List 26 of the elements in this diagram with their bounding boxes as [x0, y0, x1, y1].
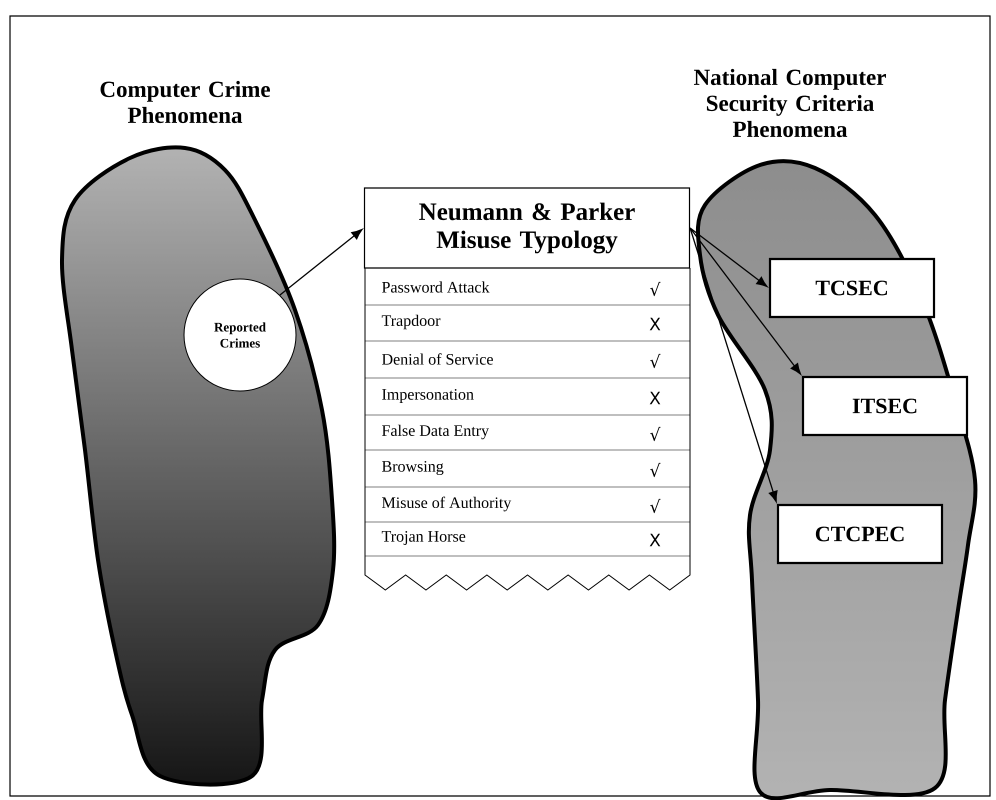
row-label: Impersonation — [382, 389, 474, 403]
status-mark: √ — [650, 462, 660, 478]
arrow — [280, 228, 362, 296]
typology-heading-box: Neumann & Parker Misuse Typology — [364, 187, 690, 269]
row-label: Misuse of Authority — [382, 496, 512, 512]
status-mark: X — [650, 392, 660, 404]
row-label: Trojan Horse — [382, 531, 466, 545]
arrow — [689, 228, 778, 502]
status-mark: √ — [650, 354, 660, 368]
arrow — [690, 227, 768, 288]
status-mark: √ — [650, 426, 660, 442]
row-label: Trapdoor — [382, 314, 440, 330]
row-label: Denial of Service — [382, 353, 493, 365]
standard-box: ITSEC — [802, 376, 968, 436]
arrow — [690, 228, 801, 374]
status-mark: √ — [650, 282, 660, 296]
status-mark: √ — [650, 498, 660, 514]
standard-box: TCSEC — [768, 258, 936, 318]
status-mark: X — [650, 318, 660, 330]
row-label: Password Attack — [382, 281, 490, 293]
region-heading: National Computer Security Criteria Phenomena — [694, 68, 886, 138]
standard-box: CTCPEC — [776, 504, 944, 564]
row-label: Browsing — [382, 460, 444, 476]
region-heading: Computer Crime Phenomena — [100, 80, 270, 124]
status-mark: X — [650, 534, 660, 546]
row-label: False Data Entry — [382, 424, 489, 440]
